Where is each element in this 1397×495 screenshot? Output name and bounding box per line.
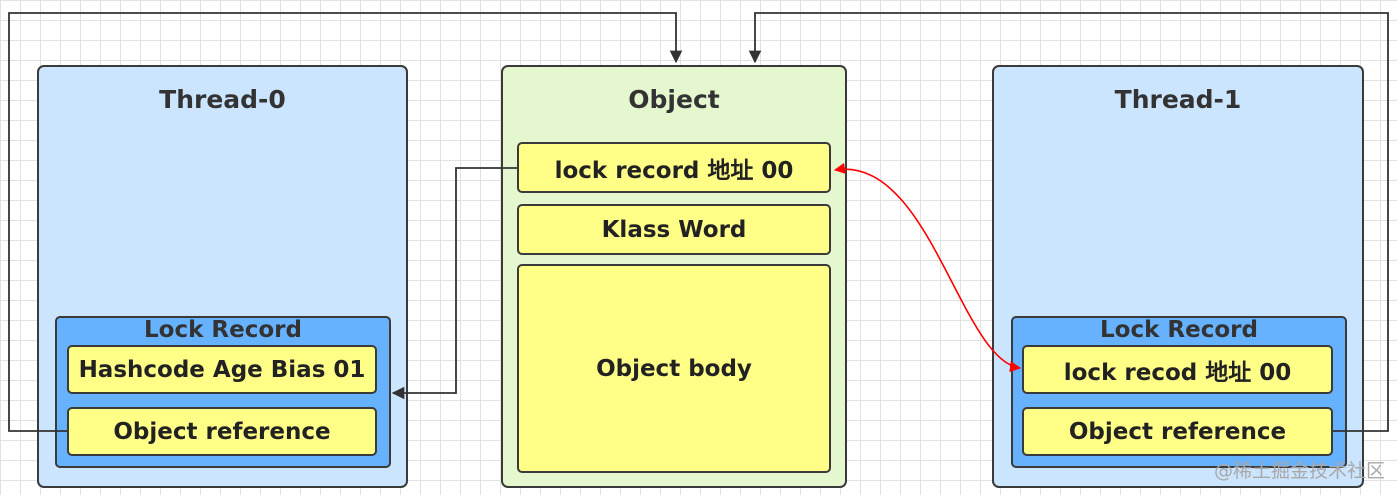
- thread-0-object-reference-cell: Object reference: [67, 407, 377, 456]
- thread-0-lock-record-title: Lock Record: [144, 317, 302, 343]
- thread-1-reference-connector: [748, 12, 1389, 432]
- thread-1-lock-recod-cell: lock recod 地址 00: [1022, 345, 1333, 394]
- thread-0-reference-connector: [8, 12, 683, 432]
- cas-bidirectional-arrow: [833, 162, 1022, 373]
- thread-0-title: Thread-0: [159, 85, 286, 114]
- watermark-text: @稀土掘金技术社区: [1213, 460, 1385, 482]
- thread-1-lock-record-title: Lock Record: [1100, 317, 1258, 343]
- mark-word-to-thread-0-connector: [391, 167, 517, 400]
- object-mark-word-cell: lock record 地址 00: [517, 142, 831, 193]
- object-title: Object: [628, 85, 720, 114]
- thread-1-title: Thread-1: [1114, 85, 1242, 114]
- thread-0-hashcode-cell: Hashcode Age Bias 01: [67, 345, 377, 394]
- object-klass-word-cell: Klass Word: [517, 204, 831, 255]
- object-body-cell: Object body: [517, 264, 831, 473]
- thread-1-object-reference-cell: Object reference: [1022, 407, 1333, 456]
